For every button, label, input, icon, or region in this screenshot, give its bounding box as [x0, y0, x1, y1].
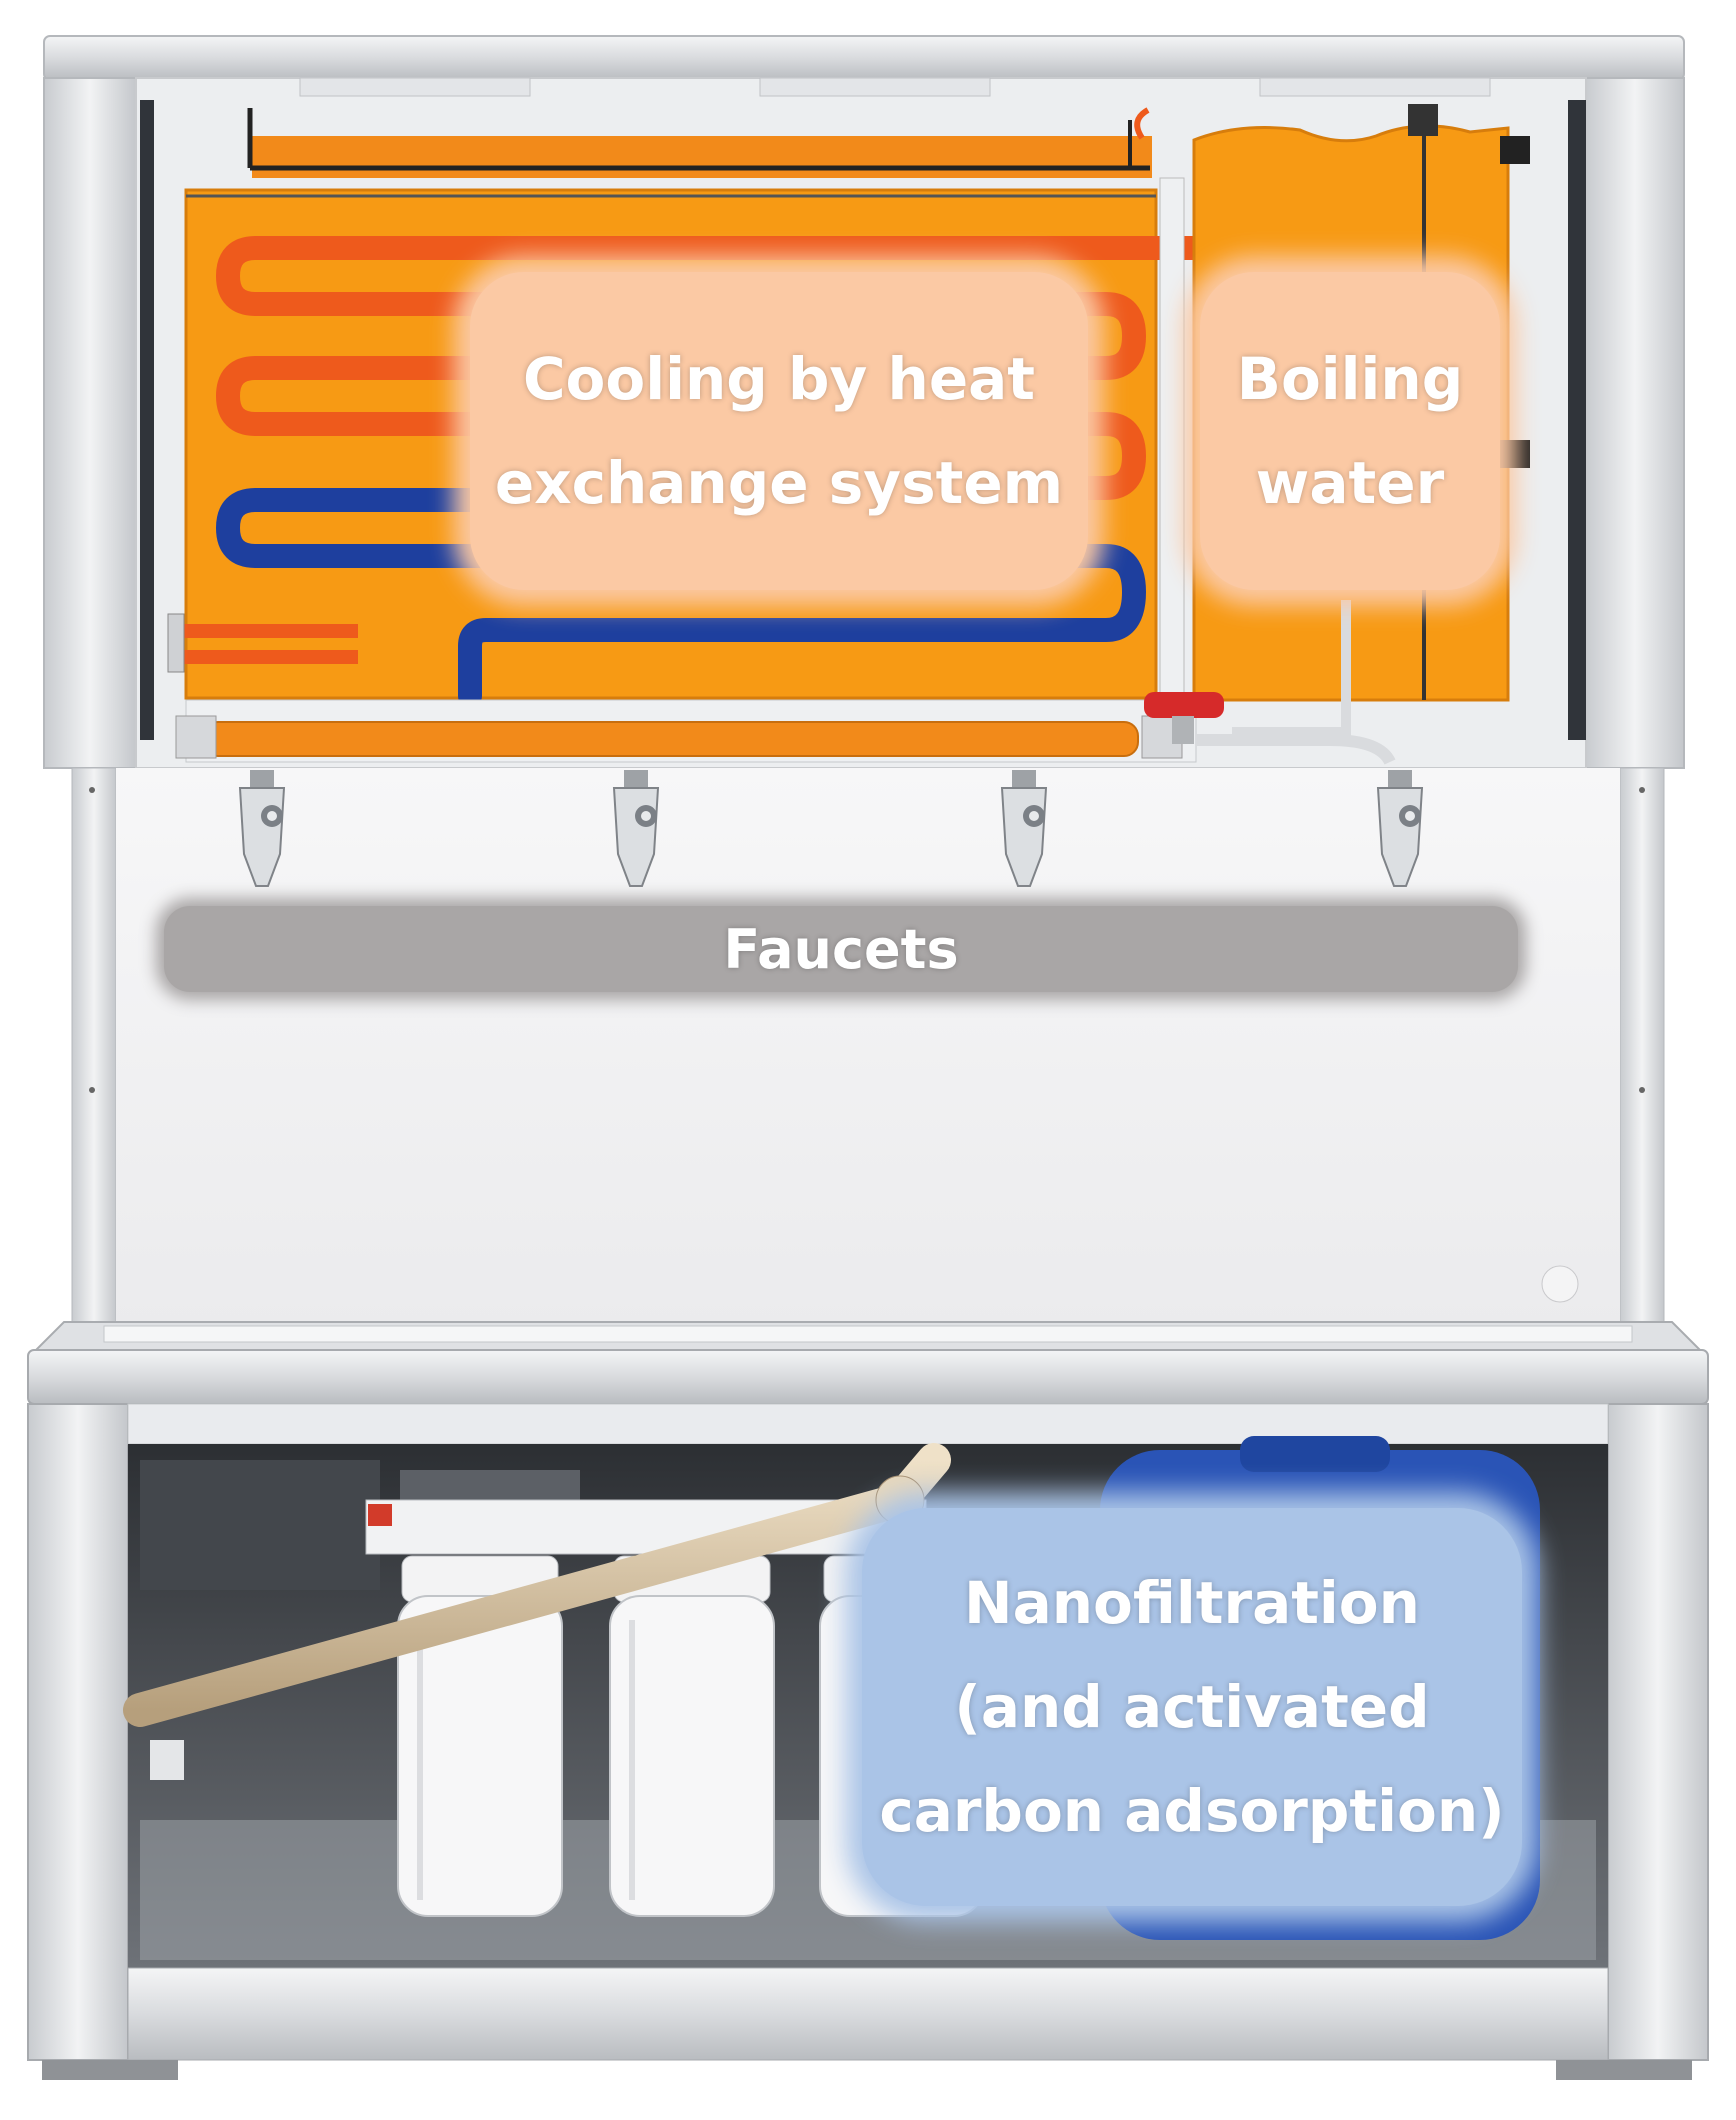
faucet-section	[71, 767, 1665, 1329]
faucet	[238, 770, 286, 887]
boiling-water-label: Boiling water	[1200, 272, 1500, 590]
nanofiltration-label: Nanofiltration (and activated carbon ads…	[862, 1508, 1522, 1906]
faucet	[1000, 770, 1048, 887]
faucets-label-text: Faucets	[723, 917, 959, 981]
faucet	[612, 770, 660, 887]
filter-cartridge	[609, 1555, 775, 1917]
cold-coil-pipe	[215, 488, 1147, 708]
cooling-system-label: Cooling by heat exchange system	[470, 272, 1088, 590]
manifold-pipe	[175, 692, 1396, 766]
nanofiltration-label-line-3: carbon adsorption)	[879, 1777, 1505, 1845]
drip-tray	[27, 1321, 1709, 1405]
cooling-label-line-1: Cooling by heat	[522, 345, 1036, 413]
faucets-label: Faucets	[164, 906, 1518, 992]
nanofiltration-label-line-1: Nanofiltration	[964, 1569, 1420, 1637]
cooling-label-line-2: exchange system	[494, 449, 1064, 517]
nanofiltration-label-line-2: (and activated	[954, 1673, 1430, 1741]
boiling-label-line-1: Boiling	[1236, 345, 1464, 413]
boiling-label-line-2: water	[1255, 449, 1445, 517]
faucet	[1376, 770, 1424, 887]
